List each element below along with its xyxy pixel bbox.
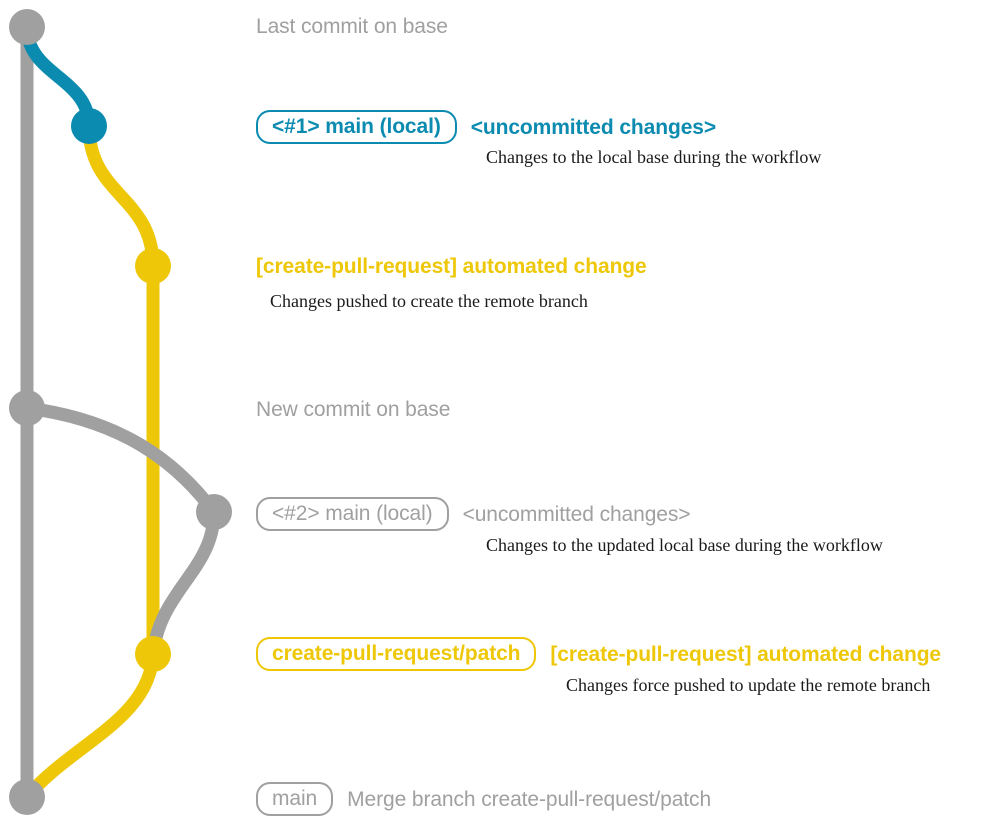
commit-node-remote-2[interactable] xyxy=(135,636,171,672)
commit-node-local-1[interactable] xyxy=(71,108,107,144)
commit-message-local-1: <uncommitted changes> xyxy=(470,115,717,139)
edge-base-to-local-2 xyxy=(20,401,221,519)
commit-node-remote-1[interactable] xyxy=(135,248,171,284)
row-local-commit-2: <#2> main (local) <uncommitted changes> xyxy=(256,497,691,531)
row-remote-commit-2: create-pull-request/patch [create-pull-r… xyxy=(256,637,941,671)
commit-node-local-2[interactable] xyxy=(196,494,232,530)
edge-local-2-to-remote-2 xyxy=(146,505,221,661)
commit-node-base-top[interactable] xyxy=(9,9,45,45)
edge-remote-2-to-merge xyxy=(20,647,160,804)
commit-message-last-commit-on-base: Last commit on base xyxy=(256,15,448,38)
ref-badge-local-1[interactable]: <#1> main (local) xyxy=(256,110,457,144)
ref-badge-main[interactable]: main xyxy=(256,782,334,816)
commit-message-remote-2: [create-pull-request] automated change xyxy=(550,642,942,666)
commit-node-base-merge[interactable] xyxy=(9,779,45,815)
commit-message-local-2: <uncommitted changes> xyxy=(462,502,691,526)
git-graph xyxy=(9,9,232,815)
note-local-commit-2: Changes to the updated local base during… xyxy=(486,535,883,555)
commit-message-merge: Merge branch create-pull-request/patch xyxy=(347,787,712,811)
commit-node-base-new[interactable] xyxy=(9,390,45,426)
row-local-commit-1: <#1> main (local) <uncommitted changes> xyxy=(256,110,716,144)
commit-message-new-commit-on-base: New commit on base xyxy=(256,398,451,421)
note-local-commit-1: Changes to the local base during the wor… xyxy=(486,147,822,167)
row-merge-commit: main Merge branch create-pull-request/pa… xyxy=(256,782,711,816)
note-remote-commit-1: Changes pushed to create the remote bran… xyxy=(270,291,588,311)
ref-badge-remote-2[interactable]: create-pull-request/patch xyxy=(256,637,537,671)
ref-badge-local-2[interactable]: <#2> main (local) xyxy=(256,497,449,531)
commit-message-remote-1: [create-pull-request] automated change xyxy=(256,255,647,278)
edge-local-1-to-remote-1 xyxy=(82,119,160,273)
note-remote-commit-2: Changes force pushed to update the remot… xyxy=(566,675,931,695)
